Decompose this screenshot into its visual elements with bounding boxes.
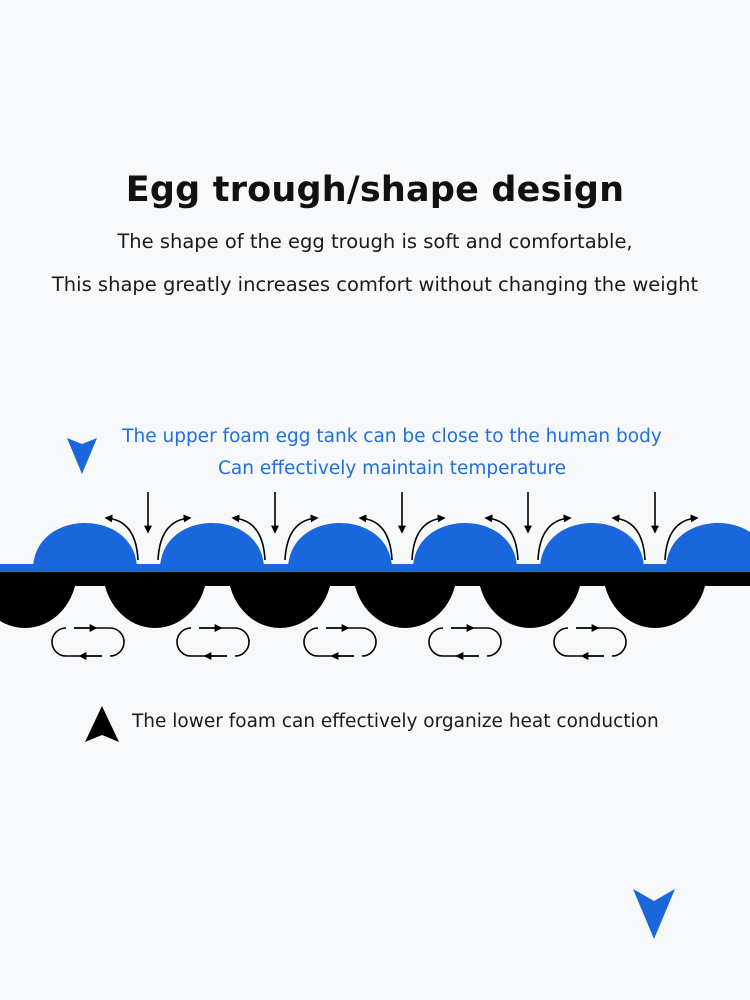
egg-crate-diagram [0, 492, 750, 660]
upper-foam-text-line-2: Can effectively maintain temperature [217, 458, 567, 479]
curved-arrow-left-icon [484, 514, 519, 561]
lower-foam-bump [228, 570, 332, 628]
upper-foam-text-line-1: The upper foam egg tank can be close to … [122, 426, 662, 447]
lower-foam-bump [0, 570, 77, 628]
upper-foam-bump [666, 523, 750, 568]
curved-arrow-left-icon [231, 514, 266, 561]
circulation-loop-top [576, 627, 627, 657]
circulation-loop-top [326, 627, 377, 657]
upper-foam-bump [33, 523, 137, 568]
upper-foam-bump [160, 523, 264, 568]
curved-arrow-left-icon [611, 514, 646, 561]
circulation-loop-bottom [51, 627, 102, 657]
lower-foam-bump [353, 570, 457, 628]
curved-arrow-right-icon [411, 514, 446, 561]
curved-arrow-left-icon [358, 514, 393, 561]
circulation-loop-top [74, 627, 125, 657]
circulation-loop-top [451, 627, 502, 657]
circulation-loop-bottom [303, 627, 354, 657]
page-title: Egg trough/shape design [125, 170, 625, 210]
curved-arrow-right-icon [284, 514, 319, 561]
circulation-loop-bottom [176, 627, 227, 657]
black-up-arrowhead-icon [85, 706, 119, 742]
circulation-loop-bottom [428, 627, 479, 657]
upper-foam-bump [413, 523, 517, 568]
subtitle-line-2: This shape greatly increases comfort wit… [51, 273, 699, 296]
curved-arrow-right-icon [664, 514, 699, 561]
lower-foam-bump [478, 570, 582, 628]
subtitle-line-1: The shape of the egg trough is soft and … [117, 230, 633, 253]
circulation-loop-bottom [553, 627, 604, 657]
blue-down-triangle-icon [67, 438, 97, 474]
lower-foam-bump [103, 570, 207, 628]
upper-foam-bump [288, 523, 392, 568]
curved-arrow-left-icon [104, 514, 139, 561]
upper-foam-bump [540, 523, 644, 568]
blue-chevron-down-icon [633, 889, 675, 939]
lower-foam-text: The lower foam can effectively organize … [132, 711, 659, 732]
curved-arrow-right-icon [157, 514, 192, 561]
lower-foam-bump [603, 570, 707, 628]
circulation-loop-top [199, 627, 250, 657]
curved-arrow-right-icon [537, 514, 572, 561]
